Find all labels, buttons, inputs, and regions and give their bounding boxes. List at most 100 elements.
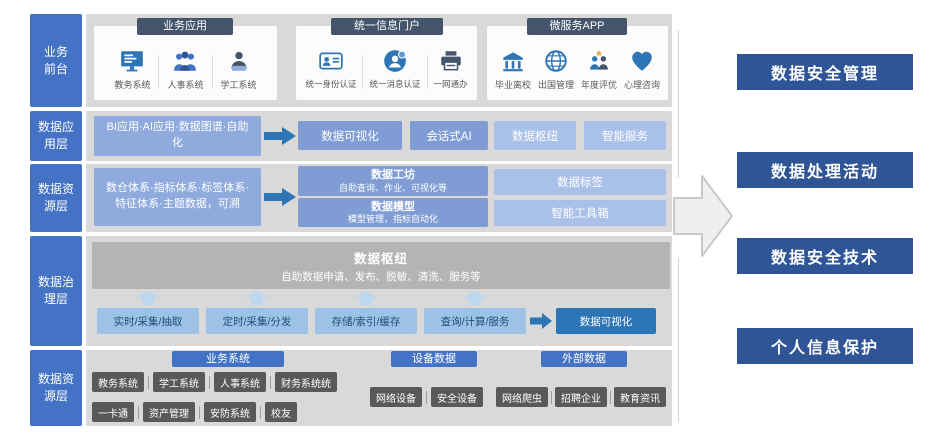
divider [678,30,679,178]
tab-unified-portal: 统一信息门户 [331,18,443,35]
divider [209,375,210,389]
divider [426,390,427,404]
tab-business-apps: 业务应用 [137,18,233,35]
panel-personal-info-protection: 个人信息保护 [737,328,913,364]
pipe-label: 查询/计算/服务 [440,315,510,328]
box-label: 智能服务 [602,130,648,143]
hub-title: 数据枢纽 [353,251,408,266]
frontend-item-overseas: 出国管理 [538,48,574,91]
source-item: 教育资讯 [614,387,666,407]
pipe-box-scheduled-distribute: 定时/采集/分发 [206,308,308,334]
frontend-item-label: 年度评优 [581,79,618,90]
printer-icon [438,48,464,74]
divider [551,390,552,404]
divider [610,390,611,404]
chat-user-icon [382,48,408,74]
box-conversational-ai: 会话式AI [410,121,488,150]
card-unified-portal: 统一身份认证 统一消息认证 一网通办 [296,26,477,100]
divider [260,405,261,419]
box-warehouse-systems: 数仓体系·指标体系·标签体系·特征体系·主题数据，可溯 [94,168,261,226]
pipe-box-storage-index-cache: 存储/索引/缓存 [315,308,417,334]
source-item: 人事系统 [214,372,266,392]
divider [211,55,213,89]
tab-microservice-app: 微服务APP [527,18,627,35]
divider [199,405,200,419]
pipe-label: 数据可视化 [579,315,633,328]
tab-device-data: 设备数据 [391,351,477,367]
source-item: 网络设备 [370,387,422,407]
divider [362,55,364,89]
pipe-box-data-visualization: 数据可视化 [556,308,656,334]
source-item: 资产管理 [143,402,195,422]
frontend-item-graduation: 毕业离校 [495,48,531,91]
source-group-device-data: 网络设备 安全设备 [370,372,496,422]
frontend-item-label: 一网通办 [433,79,468,89]
unified-portal-items: 统一身份认证 统一消息认证 一网通办 [296,26,477,100]
pipe-label: 实时/采集/抽取 [113,315,183,328]
pipe-box-realtime-collect: 实时/采集/抽取 [97,308,199,334]
tab-business-systems: 业务系统 [172,351,284,367]
heart-icon [629,48,655,74]
box-label: 数据枢纽 [512,130,558,143]
id-card-icon [318,48,344,74]
award-people-icon [586,48,612,74]
box-title: 数据工坊 [371,169,415,182]
bi-ai-apps-text: BI应用·AI应用·数据图谱·自助化 [106,121,249,149]
up-arrow-icon [244,291,270,305]
panel-data-security-technology: 数据安全技术 [737,238,913,274]
microservice-app-items: 毕业离校 出国管理 年度评优 心理咨询 [487,26,668,100]
source-item: 校友 [265,402,297,422]
divider [158,55,160,89]
frontend-item-identity-auth: 统一身份认证 [305,48,356,90]
box-subtitle: 模型管理，指标自动化 [347,214,438,225]
layer-label-data-resource: 数据资 源层 [30,164,82,232]
pipe-box-query-compute-service: 查询/计算/服务 [424,308,526,334]
box-intelligent-toolbox: 智能工具箱 [494,200,666,226]
flow-arrow-right-icon [264,127,296,145]
frontend-item-label: 心理咨询 [624,79,661,90]
frontend-item-hr-system: 人事系统 [167,48,204,91]
frontend-item-label: 教务系统 [114,79,151,90]
divider [426,55,428,89]
frontend-item-annual-award: 年度评优 [581,48,617,91]
box-bi-ai-apps: BI应用·AI应用·数据图谱·自助化 [94,116,261,156]
source-item: 教务系统 [92,372,144,392]
school-icon [500,48,526,74]
box-data-model: 数据模型 模型管理，指标自动化 [298,198,488,227]
pipe-label: 定时/采集/分发 [222,315,292,328]
frontend-item-message-auth: 统一消息认证 [369,48,421,90]
source-group-business-systems: 教务系统 学工系统 人事系统 财务系统统 一卡通 资产管理 安防系统 校友 [92,372,368,422]
box-intelligent-service: 智能服务 [584,121,666,150]
divider [678,258,679,422]
box-title: 数据模型 [371,200,415,213]
warehouse-systems-text: 数仓体系·指标体系·标签体系·特征体系·主题数据，可溯 [106,182,249,210]
frontend-item-student-system: 学工系统 [221,48,257,91]
source-row: 网络爬虫 招聘企业 教育资讯 [496,387,670,407]
card-microservice-app: 毕业离校 出国管理 年度评优 心理咨询 [487,26,668,100]
source-item: 安防系统 [204,402,256,422]
flow-arrow-right-icon [264,188,296,206]
box-data-workshop: 数据工坊 自助查询、作业、可视化等 [298,166,488,196]
divider [270,375,271,389]
up-arrow-icon [462,291,488,305]
pipe-label: 存储/索引/缓存 [331,315,401,328]
box-label: 数据标签 [557,177,603,189]
flow-arrow-right-icon [530,313,552,329]
frontend-item-label: 统一身份认证 [305,79,357,89]
layer-label-data-application: 数据应 用层 [30,111,82,161]
tab-external-data: 外部数据 [541,351,627,367]
frontend-item-counseling: 心理咨询 [624,48,660,91]
source-item: 招聘企业 [555,387,607,407]
people-icon [172,48,198,74]
source-row: 教务系统 学工系统 人事系统 财务系统统 [92,372,368,392]
box-data-hub-main: 数据枢纽 自助数据申请、发布、脱敏、清洗、服务等 [92,242,670,289]
panel-data-processing-activities: 数据处理活动 [737,152,913,188]
source-item: 安全设备 [431,387,483,407]
box-subtitle: 自助查询、作业、可视化等 [338,182,447,193]
frontend-item-label: 学工系统 [220,79,257,90]
box-label: 数据可视化 [321,130,379,143]
source-row: 一卡通 资产管理 安防系统 校友 [92,402,368,422]
up-arrow-icon [135,291,161,305]
frontend-item-one-stop: 一网通办 [434,48,468,90]
box-data-hub-small: 数据枢纽 [494,121,576,150]
